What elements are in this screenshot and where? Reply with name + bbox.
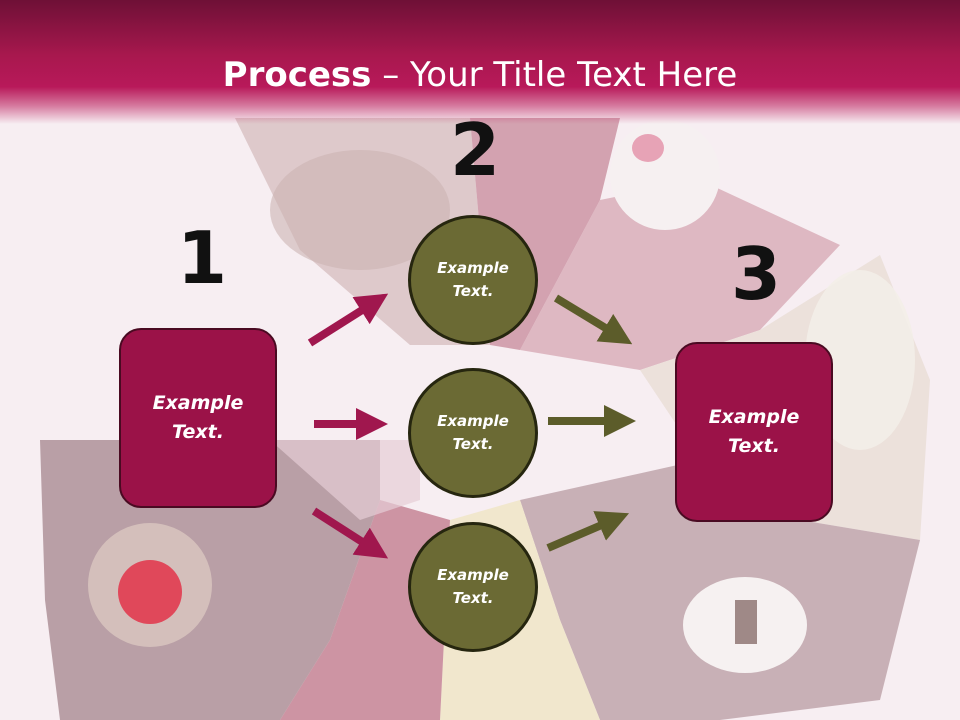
step-number-2: 2 bbox=[450, 108, 501, 192]
title-rest: Your Title Text Here bbox=[410, 55, 738, 95]
arrow-to-bottom-circle bbox=[311, 507, 389, 559]
step-2-circle-top[interactable]: Example Text. bbox=[408, 215, 538, 345]
step-1-box[interactable]: Example Text. bbox=[119, 328, 277, 508]
step-2-circle-bottom[interactable]: Example Text. bbox=[408, 522, 538, 652]
step-3-box[interactable]: Example Text. bbox=[675, 342, 833, 522]
step-1-text: Example Text. bbox=[152, 392, 244, 443]
slide-title: Process – Your Title Text Here bbox=[0, 54, 960, 96]
arrow-from-top-circle bbox=[553, 294, 633, 345]
circle-middle-text: Example Text. bbox=[437, 412, 509, 453]
step-number-1: 1 bbox=[177, 216, 228, 300]
circle-top-text: Example Text. bbox=[437, 259, 509, 300]
step-3-text: Example Text. bbox=[708, 406, 800, 457]
arrow-to-top-circle bbox=[307, 293, 389, 347]
title-banner bbox=[0, 0, 960, 124]
circle-bottom-text: Example Text. bbox=[437, 566, 509, 607]
step-number-3: 3 bbox=[731, 232, 782, 316]
step-2-circle-middle[interactable]: Example Text. bbox=[408, 368, 538, 498]
title-bold: Process bbox=[222, 55, 372, 95]
arrow-from-bottom-circle bbox=[546, 511, 630, 552]
title-dash: – bbox=[371, 55, 411, 95]
